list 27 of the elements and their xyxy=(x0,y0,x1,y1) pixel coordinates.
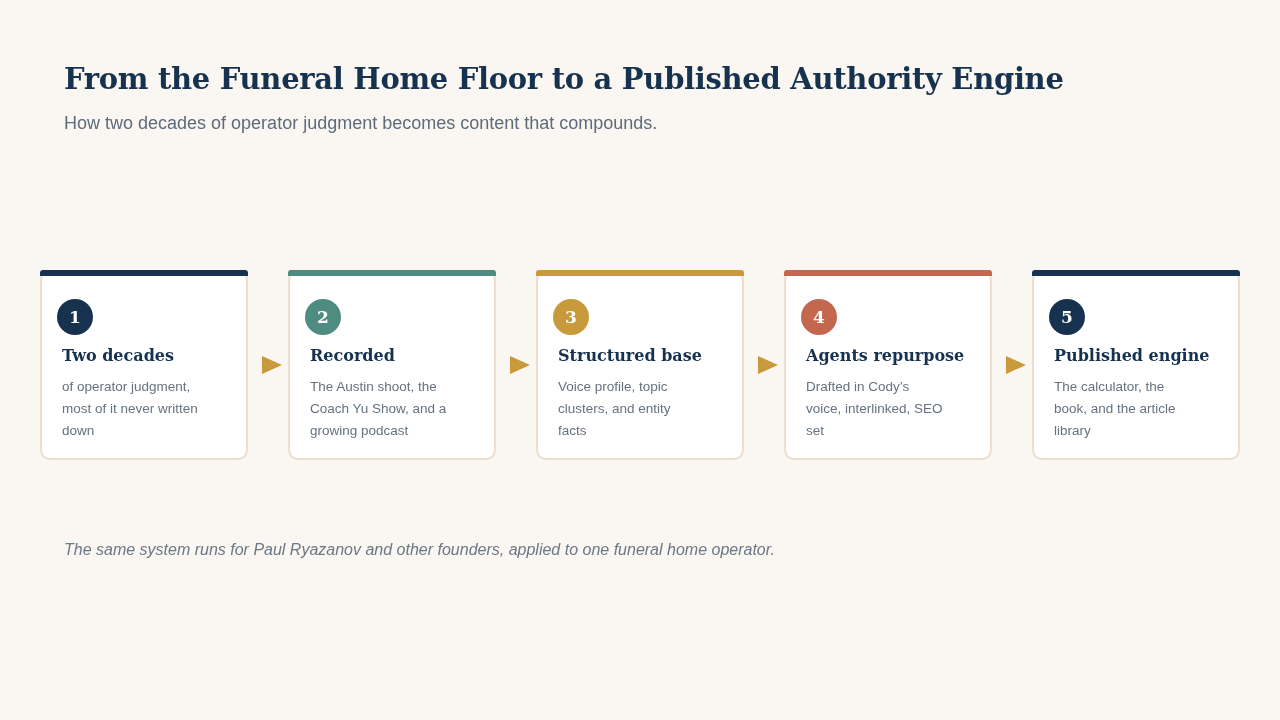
step-card xyxy=(784,270,992,460)
subtitle: How two decades of operator judgment becomes content that compounds. xyxy=(64,113,658,134)
step-heading: Recorded xyxy=(310,346,395,365)
step-heading: Structured base xyxy=(558,346,702,365)
arrow xyxy=(758,356,778,374)
diagram-title: From the Funeral Home Floor to a Published Authority Engine xyxy=(64,62,1064,96)
step-description: Voice profile, topic clusters, and entity facts xyxy=(558,378,672,440)
step-heading: Two decades xyxy=(62,346,174,365)
step-heading: Agents repurpose xyxy=(806,346,965,365)
arrow xyxy=(1006,356,1026,374)
step-number: 4 xyxy=(801,299,837,335)
step-heading: Published engine xyxy=(1054,346,1210,365)
step-description: The calculator, the book, and the article library xyxy=(1054,378,1177,440)
step-number: 2 xyxy=(305,299,341,335)
step-card xyxy=(1032,270,1240,460)
arrow xyxy=(510,356,530,374)
step-number: 5 xyxy=(1049,299,1085,335)
step-card xyxy=(288,270,496,460)
step-number: 3 xyxy=(553,299,589,335)
step-description: of operator judgment, most of it never written down xyxy=(62,378,199,440)
arrow xyxy=(262,356,282,374)
step-card xyxy=(536,270,744,460)
step-description: The Austin shoot, the Coach Yu Show, and a growing podcast xyxy=(310,378,448,440)
caption: The same system runs for Paul Ryazanov and other founders, applied to one funeral home operator. xyxy=(64,541,775,559)
step-card xyxy=(40,270,248,460)
step-description: Drafted in Cody’s voice, interlinked, SEO set xyxy=(806,378,944,440)
step-number: 1 xyxy=(57,299,93,335)
